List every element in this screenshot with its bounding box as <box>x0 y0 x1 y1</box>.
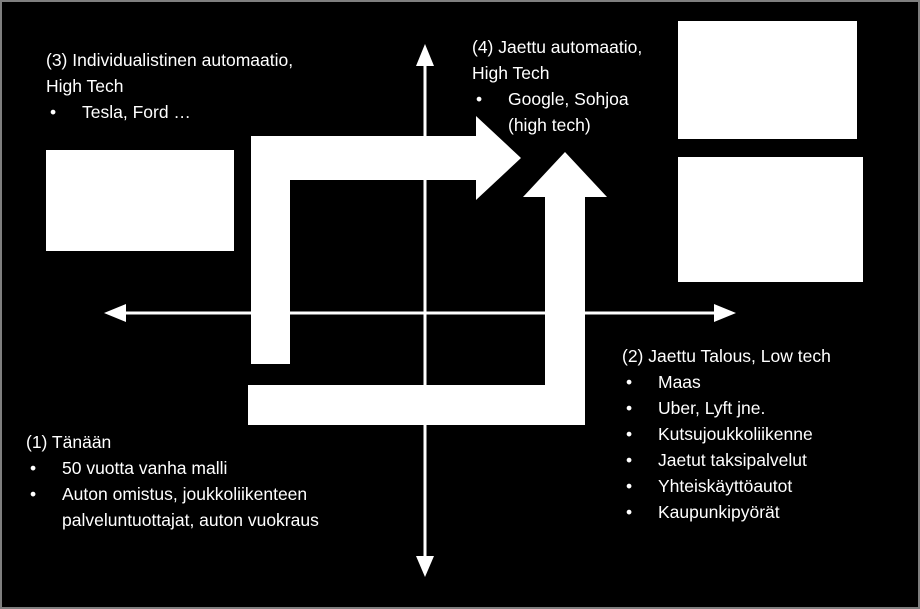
list-item: • Kaupunkipyörät <box>622 499 831 525</box>
quadrant-3-text: (3) Individualistinen automaatio, High T… <box>46 47 293 125</box>
quadrant-3-title-line-2: High Tech <box>46 76 124 96</box>
list-item-text: Kaupunkipyörät <box>658 502 780 522</box>
list-item: • Google, Sohjoa (high tech) <box>472 86 642 138</box>
list-item: • Jaetut taksipalvelut <box>622 447 831 473</box>
bent-arrow-via-individual <box>251 116 521 364</box>
bullet-icon: • <box>626 372 633 392</box>
list-item-text: Google, Sohjoa <box>508 89 629 109</box>
list-item-text: Uber, Lyft jne. <box>658 398 766 418</box>
bullet-icon: • <box>30 484 37 504</box>
horizontal-axis-arrowhead-right <box>714 304 736 322</box>
list-item-text: Auton omistus, joukkoliikenteen <box>62 484 308 504</box>
image-left <box>46 150 234 251</box>
bullet-icon: • <box>626 502 633 522</box>
quadrant-1-text: (1) Tänään • 50 vuotta vanha malli • Aut… <box>26 429 319 533</box>
image-right <box>678 157 863 282</box>
quadrant-2-text: (2) Jaettu Talous, Low tech • Maas • Ube… <box>622 343 831 525</box>
list-item: • Tesla, Ford … <box>46 99 293 125</box>
list-item: • Uber, Lyft jne. <box>622 395 831 421</box>
quadrant-2-bullet-list: • Maas • Uber, Lyft jne. • Kutsujoukkoli… <box>622 369 831 525</box>
horizontal-axis-arrowhead-left <box>104 304 126 322</box>
list-item: • Yhteiskäyttöautot <box>622 473 831 499</box>
bullet-icon: • <box>476 89 483 109</box>
quadrant-4-bullet-list: • Google, Sohjoa (high tech) <box>472 86 642 138</box>
vertical-axis-arrowhead-bottom <box>416 556 434 577</box>
bullet-icon: • <box>50 102 57 122</box>
list-item-text-continued: (high tech) <box>508 115 591 135</box>
list-item-text: Yhteiskäyttöautot <box>658 476 793 496</box>
bullet-icon: • <box>626 398 633 418</box>
list-item: • Auton omistus, joukkoliikenteen palvel… <box>26 481 319 533</box>
quadrant-3-bullet-list: • Tesla, Ford … <box>46 99 293 125</box>
list-item-text: Maas <box>658 372 701 392</box>
bullet-icon: • <box>626 476 633 496</box>
list-item: • Kutsujoukkoliikenne <box>622 421 831 447</box>
vertical-axis-arrowhead-top <box>416 44 434 66</box>
quadrant-1-title: (1) Tänään <box>26 432 112 452</box>
quadrant-1-bullet-list: • 50 vuotta vanha malli • Auton omistus,… <box>26 455 319 533</box>
bullet-icon: • <box>626 424 633 444</box>
bullet-icon: • <box>626 450 633 470</box>
list-item-text: 50 vuotta vanha malli <box>62 458 228 478</box>
quadrant-4-text: (4) Jaettu automaatio, High Tech • Googl… <box>472 34 642 138</box>
list-item-text: Kutsujoukkoliikenne <box>658 424 813 444</box>
quadrant-4-title-line-2: High Tech <box>472 63 550 83</box>
quadrant-2-title: (2) Jaettu Talous, Low tech <box>622 346 831 366</box>
list-item: • 50 vuotta vanha malli <box>26 455 319 481</box>
image-top-right <box>678 21 857 139</box>
list-item: • Maas <box>622 369 831 395</box>
bent-arrow-via-shared <box>248 152 607 425</box>
quadrant-3-title-line-1: (3) Individualistinen automaatio, <box>46 50 294 70</box>
list-item-text: Jaetut taksipalvelut <box>658 450 807 470</box>
quadrant-4-title-line-1: (4) Jaettu automaatio, <box>472 37 643 57</box>
list-item-text-continued: palveluntuottajat, auton vuokraus <box>62 510 319 530</box>
list-item-text: Tesla, Ford … <box>82 102 191 122</box>
bullet-icon: • <box>30 458 37 478</box>
